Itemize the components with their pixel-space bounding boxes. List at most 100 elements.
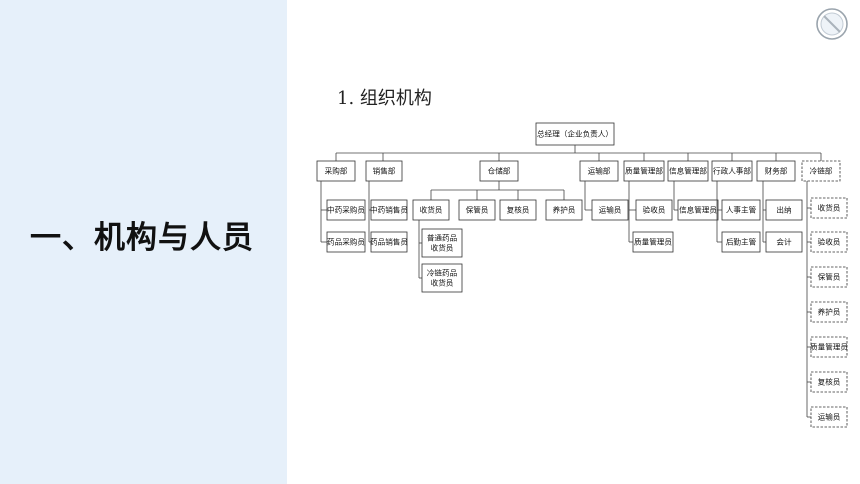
role-node-label: 验收员 bbox=[643, 205, 666, 215]
department-node-box bbox=[316, 160, 356, 182]
role-node-box bbox=[632, 231, 674, 253]
department-node-label: 销售部 bbox=[373, 166, 396, 176]
role-node-label: 质量管理员 bbox=[810, 342, 848, 352]
department-node: 质量管理部 bbox=[623, 160, 665, 182]
role-node-label: 出纳 bbox=[776, 205, 791, 215]
role-node-label: 复核员 bbox=[507, 205, 530, 215]
role-node-box bbox=[458, 199, 496, 221]
department-node-box bbox=[623, 160, 665, 182]
role-node-box bbox=[810, 336, 848, 358]
department-node-label: 质量管理部 bbox=[625, 166, 663, 176]
role-node-label: 复核员 bbox=[818, 377, 841, 387]
department-node-box bbox=[801, 160, 841, 182]
role-node-box bbox=[412, 199, 450, 221]
role-node: 中药销售员 bbox=[370, 199, 408, 221]
department-node: 采购部 bbox=[316, 160, 356, 182]
role-node-label: 质量管理员 bbox=[634, 237, 672, 247]
role-node-box bbox=[370, 231, 408, 253]
role-node-label: 保管员 bbox=[818, 272, 841, 282]
role-node: 复核员 bbox=[499, 199, 537, 221]
role-node-box bbox=[499, 199, 537, 221]
sub-role-node-label: 冷链药品 bbox=[427, 268, 458, 278]
role-node-box bbox=[810, 266, 848, 288]
role-node: 收货员 bbox=[412, 199, 450, 221]
department-node-label: 行政人事部 bbox=[713, 166, 751, 176]
role-node: 药品采购员 bbox=[326, 231, 366, 253]
department-node-box bbox=[579, 160, 619, 182]
role-node-label: 人事主管 bbox=[726, 205, 757, 215]
role-node-box bbox=[810, 301, 848, 323]
department-node: 运输部 bbox=[579, 160, 619, 182]
chart-subtitle: 1. 组织机构 bbox=[337, 88, 432, 109]
role-node-box bbox=[810, 197, 848, 219]
role-node-label: 信息管理员 bbox=[679, 205, 717, 215]
department-node: 财务部 bbox=[756, 160, 796, 182]
role-node-label: 会计 bbox=[776, 237, 792, 247]
role-node: 收货员 bbox=[810, 197, 848, 219]
circle-slash-icon bbox=[816, 8, 848, 40]
section-title: 一、机构与人员 bbox=[30, 220, 254, 256]
department-node-box bbox=[365, 160, 403, 182]
role-node-label: 收货员 bbox=[420, 205, 443, 215]
department-node-box bbox=[667, 160, 709, 182]
role-node: 养护员 bbox=[810, 301, 848, 323]
role-node-box bbox=[370, 199, 408, 221]
role-node-box bbox=[810, 406, 848, 428]
sub-role-node-label: 收货员 bbox=[431, 243, 454, 253]
role-node: 保管员 bbox=[458, 199, 496, 221]
role-node: 中药采购员 bbox=[326, 199, 366, 221]
role-node-label: 中药采购员 bbox=[327, 205, 365, 215]
department-node: 销售部 bbox=[365, 160, 403, 182]
role-node-box bbox=[545, 199, 583, 221]
role-node-label: 养护员 bbox=[818, 307, 841, 317]
department-node-box bbox=[711, 160, 753, 182]
department-node: 冷链部 bbox=[801, 160, 841, 182]
left-panel bbox=[0, 0, 287, 484]
role-node-label: 药品采购员 bbox=[327, 237, 365, 247]
role-node-box bbox=[810, 371, 848, 393]
role-node-box bbox=[810, 231, 848, 253]
role-node-box bbox=[721, 231, 761, 253]
role-node-label: 验收员 bbox=[818, 237, 841, 247]
role-node-box bbox=[721, 199, 761, 221]
role-node: 质量管理员 bbox=[632, 231, 674, 253]
role-node: 人事主管 bbox=[721, 199, 761, 221]
department-node-label: 信息管理部 bbox=[669, 166, 707, 176]
department-node: 行政人事部 bbox=[711, 160, 753, 182]
role-node-box bbox=[326, 231, 366, 253]
sub-role-node-label: 收货员 bbox=[431, 278, 454, 288]
department-node-label: 冷链部 bbox=[810, 166, 833, 176]
role-node: 保管员 bbox=[810, 266, 848, 288]
role-node-box bbox=[635, 199, 673, 221]
role-node-label: 运输员 bbox=[599, 205, 622, 215]
role-node: 复核员 bbox=[810, 371, 848, 393]
role-node-label: 养护员 bbox=[553, 205, 576, 215]
role-node-label: 药品销售员 bbox=[370, 237, 408, 247]
role-node: 运输员 bbox=[810, 406, 848, 428]
role-node-label: 收货员 bbox=[818, 203, 841, 213]
sub-role-node-label: 普通药品 bbox=[427, 233, 458, 243]
sub-role-node-box bbox=[421, 228, 463, 258]
role-node-label: 中药销售员 bbox=[370, 205, 408, 215]
department-node-label: 仓储部 bbox=[488, 166, 511, 176]
role-node-box bbox=[326, 199, 366, 221]
role-node: 信息管理员 bbox=[677, 199, 719, 221]
sub-role-node-box bbox=[421, 263, 463, 293]
org-root-node-label: 总经理（企业负责人） bbox=[537, 129, 613, 139]
role-node: 出纳 bbox=[765, 199, 803, 221]
role-node-label: 保管员 bbox=[466, 205, 489, 215]
department-node: 信息管理部 bbox=[667, 160, 709, 182]
role-node-box bbox=[765, 231, 803, 253]
role-node: 质量管理员 bbox=[810, 336, 848, 358]
role-node-label: 运输员 bbox=[818, 412, 841, 422]
role-node: 药品销售员 bbox=[370, 231, 408, 253]
role-node: 验收员 bbox=[810, 231, 848, 253]
role-node: 后勤主管 bbox=[721, 231, 761, 253]
department-node-label: 运输部 bbox=[588, 166, 611, 176]
role-node-box bbox=[591, 199, 629, 221]
department-node-label: 财务部 bbox=[765, 166, 788, 176]
role-node: 会计 bbox=[765, 231, 803, 253]
